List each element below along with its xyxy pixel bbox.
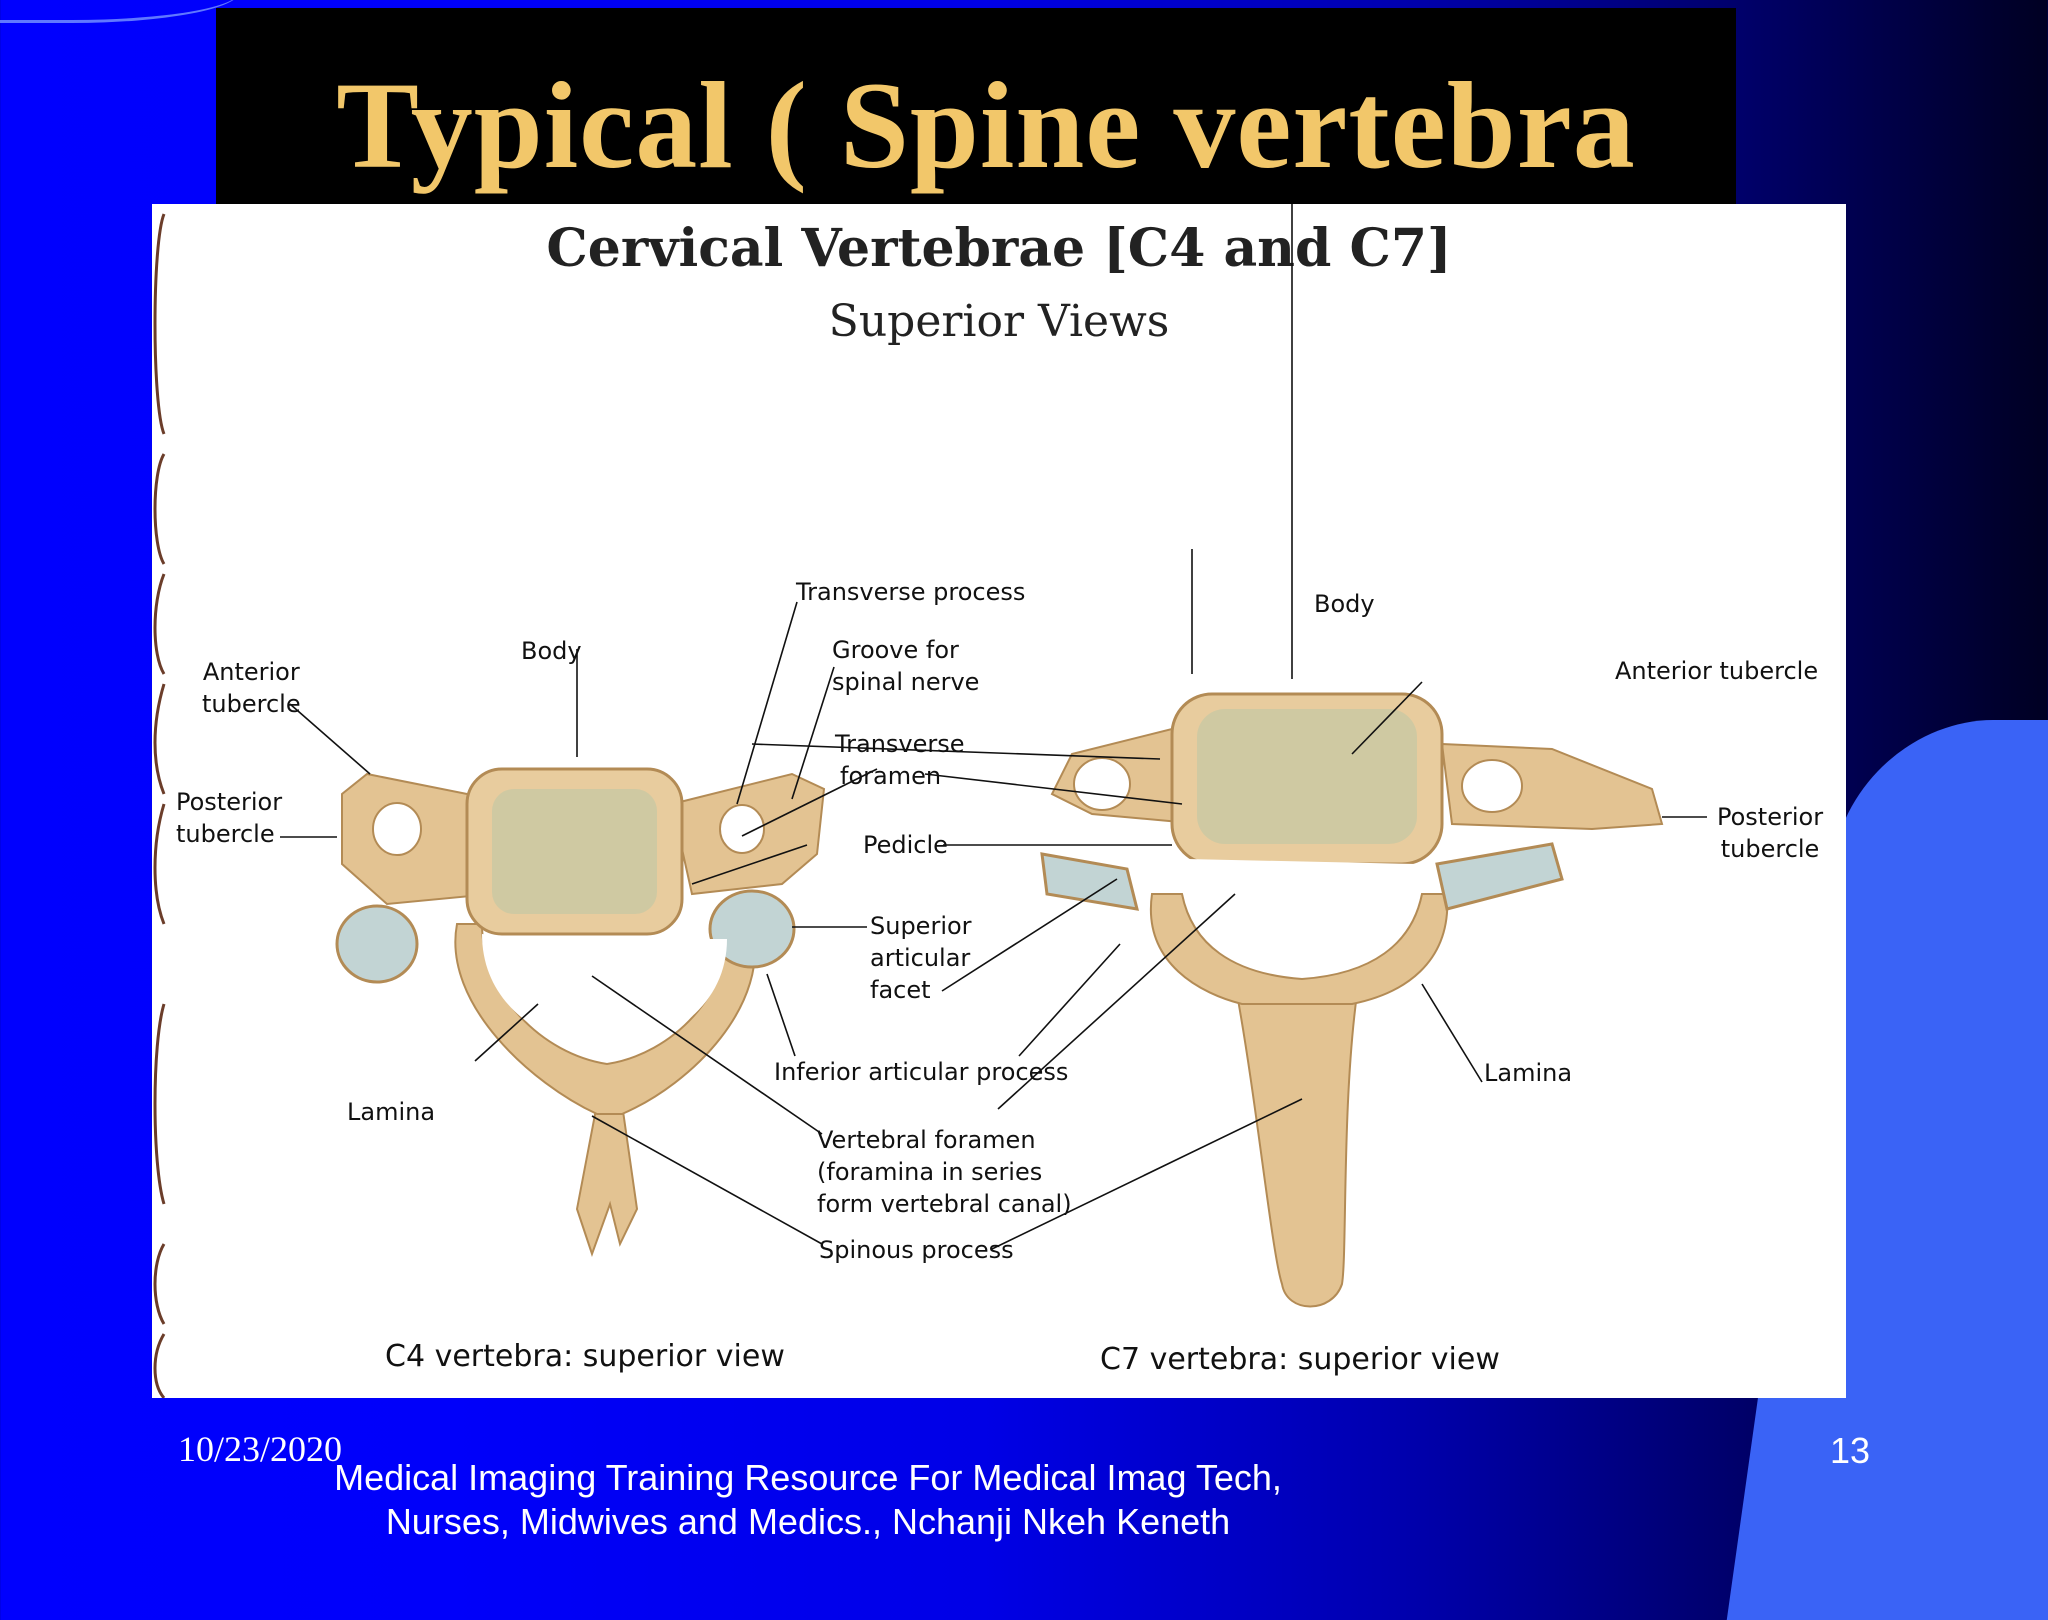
c7-left-transverse-foramen xyxy=(1073,757,1131,811)
label-line: form vertebral canal) xyxy=(817,1190,1072,1218)
c4-vertebra-drawing xyxy=(335,767,826,1258)
c4-vertebral-foramen xyxy=(482,934,727,1052)
label-line: Vertebral foramen xyxy=(817,1126,1036,1154)
c7-right-transverse-foramen xyxy=(1461,759,1523,813)
c7-spinous-process xyxy=(1235,993,1359,1308)
label-line: articular xyxy=(870,944,971,972)
c4-body-cancellous xyxy=(492,789,657,914)
label-spinous-process: Spinous process xyxy=(819,1236,1014,1264)
c7-neural-arch xyxy=(1149,893,1449,1005)
c7-vertebra-drawing xyxy=(1040,692,1664,1308)
label-line: Superior xyxy=(870,912,972,940)
label-line: Anterior xyxy=(202,658,300,686)
figure-subtitle: Superior Views xyxy=(828,296,1170,347)
label-line: tubercle xyxy=(202,690,301,718)
c7-vertebral-foramen xyxy=(1187,859,1417,966)
corner-swoosh-decoration xyxy=(0,0,240,23)
label-lamina-c4: Lamina xyxy=(347,1098,436,1126)
c4-left-transverse-foramen xyxy=(372,802,422,856)
title-banner: Typical ( Spine vertebra xyxy=(216,8,1736,208)
label-body-c7: Body xyxy=(1314,590,1375,618)
label-groove-for-spinal-nerve: Groove for spinal nerve xyxy=(832,634,979,698)
c4-right-transverse-foramen xyxy=(719,804,765,854)
page-binding-edge xyxy=(153,213,166,1398)
label-vertebral-foramen: Vertebral foramen (foramina in series fo… xyxy=(817,1124,1072,1220)
label-posterior-tubercle-c7: Posterior tubercle xyxy=(1717,801,1823,865)
label-anterior-tubercle-c7: Anterior tubercle xyxy=(1615,657,1819,685)
c7-body-cancellous xyxy=(1197,709,1417,844)
label-line: facet xyxy=(870,976,931,1004)
slide-title: Typical ( Spine vertebra xyxy=(336,57,1636,194)
label-posterior-tubercle-c4: Posterior tubercle xyxy=(176,786,282,850)
label-line: Transverse xyxy=(835,730,965,758)
label-inferior-articular-process: Inferior articular process xyxy=(774,1058,1069,1086)
footer-line-1: Medical Imaging Training Resource For Me… xyxy=(334,1457,1282,1498)
label-pedicle: Pedicle xyxy=(863,831,948,859)
label-line: Posterior xyxy=(176,788,283,816)
c4-left-articular-facet xyxy=(335,904,419,984)
figure-title: Cervical Vertebrae [C4 and C7] xyxy=(546,218,1452,279)
label-transverse-foramen: Transverse foramen xyxy=(835,728,965,792)
vertebra-illustration xyxy=(280,204,1707,1308)
label-body-c4: Body xyxy=(521,637,582,665)
label-line: (foramina in series xyxy=(817,1158,1043,1186)
caption-c7: C7 vertebra: superior view xyxy=(1100,1342,1500,1377)
label-line: spinal nerve xyxy=(832,668,980,696)
leader-lines xyxy=(280,204,1707,1250)
footer-line-2: Nurses, Midwives and Medics., Nchanji Nk… xyxy=(385,1501,1231,1542)
label-line: Posterior xyxy=(1717,803,1824,831)
label-transverse-process: Transverse process xyxy=(796,578,1026,606)
label-line: tubercle xyxy=(1720,835,1820,863)
c7-right-articular-facet xyxy=(1435,842,1564,911)
slide-date: 10/23/2020 xyxy=(178,1429,343,1469)
label-line: Groove for xyxy=(832,636,959,664)
c7-left-articular-facet xyxy=(1040,852,1140,911)
page-number: 13 xyxy=(1830,1430,1871,1471)
label-line: foramen xyxy=(840,762,942,790)
vertebra-figure: Cervical Vertebrae [C4 and C7] Superior … xyxy=(152,204,1846,1398)
label-superior-articular-facet: Superior articular facet xyxy=(870,910,972,1006)
label-line: tubercle xyxy=(176,820,275,848)
label-anterior-tubercle-c4: Anterior tubercle xyxy=(202,656,301,720)
slide-footer: Medical Imaging Training Resource For Me… xyxy=(278,1456,1338,1544)
label-lamina-c7: Lamina xyxy=(1484,1059,1573,1087)
c4-right-articular-facet xyxy=(708,889,796,969)
caption-c4: C4 vertebra: superior view xyxy=(385,1339,785,1374)
c4-spinous-process xyxy=(575,1103,639,1258)
